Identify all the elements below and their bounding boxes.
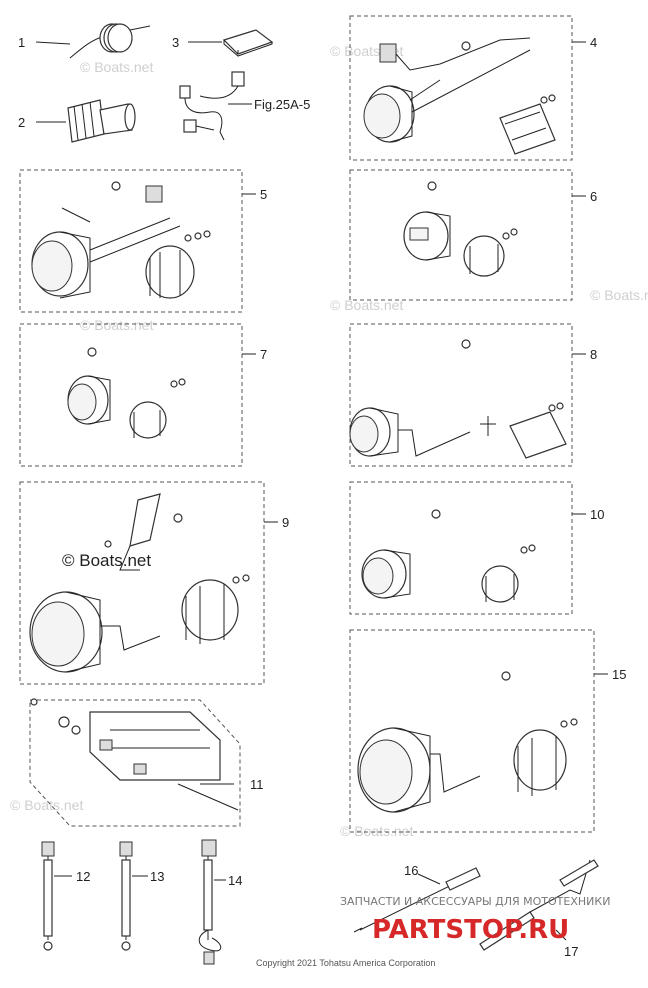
callout-4: 4 bbox=[590, 35, 597, 50]
watermark: © Boats.net bbox=[10, 797, 83, 813]
callout-16: 16 bbox=[404, 863, 418, 878]
callout-8: 8 bbox=[590, 347, 597, 362]
callout-5: 5 bbox=[260, 187, 267, 202]
kit-box-11 bbox=[29, 699, 241, 827]
callout-9: 9 bbox=[282, 515, 289, 530]
meter-gauge bbox=[403, 181, 451, 261]
watermark: © Boats.net bbox=[62, 551, 151, 570]
meter-gauge bbox=[361, 509, 441, 599]
cover-assembly bbox=[30, 698, 239, 811]
sensor-probe-16 bbox=[353, 867, 481, 933]
callout-13: 13 bbox=[150, 869, 164, 884]
sensor-wire-13 bbox=[119, 841, 133, 951]
tachometer-gauge bbox=[31, 181, 181, 299]
kit-box-9 bbox=[19, 481, 265, 685]
speedometer-gauge bbox=[357, 671, 511, 813]
harness-part bbox=[179, 71, 245, 141]
callout-17: 17 bbox=[564, 944, 578, 959]
mounting-bracket bbox=[499, 94, 556, 155]
callout-6: 6 bbox=[590, 189, 597, 204]
sensor-wire-14 bbox=[198, 839, 222, 965]
leader-line bbox=[35, 41, 71, 45]
kit-box-6 bbox=[349, 169, 573, 301]
kit-box-4 bbox=[349, 15, 573, 161]
callout-7: 7 bbox=[260, 347, 267, 362]
meter-gauge bbox=[67, 347, 111, 425]
watermark: © Boats.net bbox=[80, 317, 153, 333]
mounting-bracket bbox=[463, 228, 518, 277]
kit-box-7 bbox=[19, 323, 243, 467]
callout-10: 10 bbox=[590, 507, 604, 522]
callout-2: 2 bbox=[18, 115, 25, 130]
leader-line bbox=[417, 873, 441, 885]
watermark: © Boats.net bbox=[330, 297, 403, 313]
shop-brand: PARTSTOP.RU bbox=[372, 915, 569, 945]
mounting-bracket bbox=[481, 544, 536, 603]
part-2-fitting bbox=[67, 99, 136, 143]
part-1-coil bbox=[69, 23, 151, 59]
watermark: © Boats.net bbox=[80, 59, 153, 75]
fig-reference: Fig.25A-5 bbox=[254, 97, 310, 112]
sensor-probe-17 bbox=[479, 859, 599, 951]
callout-15: 15 bbox=[612, 667, 626, 682]
callout-12: 12 bbox=[76, 869, 90, 884]
callout-14: 14 bbox=[228, 873, 242, 888]
mounting-bracket bbox=[513, 718, 578, 796]
watermark: © Boats.net bbox=[340, 823, 413, 839]
part-3-pad bbox=[222, 29, 274, 57]
mounting-bracket bbox=[509, 402, 567, 459]
kit-box-10 bbox=[349, 481, 573, 615]
callout-3: 3 bbox=[172, 35, 179, 50]
speedometer-gauge bbox=[349, 339, 496, 457]
sensor-wire-12 bbox=[41, 841, 55, 951]
mounting-bracket bbox=[181, 574, 250, 644]
copyright-text: Copyright 2021 Tohatsu America Corporati… bbox=[256, 958, 435, 968]
mounting-bracket bbox=[129, 378, 186, 439]
shop-tagline: ЗАПЧАСТИ И АКСЕССУАРЫ ДЛЯ МОТОТЕХНИКИ bbox=[340, 895, 610, 908]
callout-1: 1 bbox=[18, 35, 25, 50]
tachometer-gauge bbox=[363, 37, 531, 143]
mounting-bracket bbox=[145, 230, 211, 299]
callout-11: 11 bbox=[250, 777, 264, 792]
pitot-pickup bbox=[104, 493, 183, 571]
leader-line bbox=[555, 929, 567, 941]
speedometer-gauge bbox=[29, 591, 161, 673]
kit-box-15 bbox=[349, 629, 595, 833]
watermark: © Boats.net bbox=[590, 287, 648, 303]
